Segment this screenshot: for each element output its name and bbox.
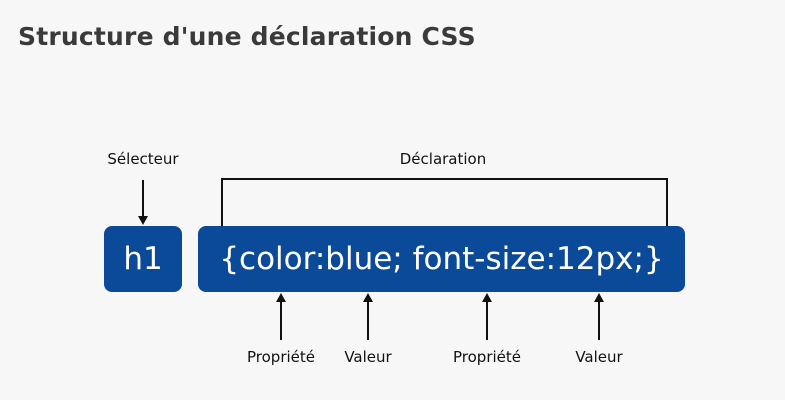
value-2-label: Valeur (575, 348, 623, 366)
value-1-arrow-head (363, 293, 373, 302)
declaration-label: Déclaration (399, 150, 487, 168)
property-1-arrow-head (276, 293, 286, 302)
property-2-label: Propriété (453, 348, 521, 366)
value-1-arrow-shaft (367, 300, 369, 340)
selector-box: h1 (104, 226, 182, 292)
selector-label: Sélecteur (107, 150, 179, 168)
value-2-arrow-shaft (598, 300, 600, 340)
property-1-label: Propriété (247, 348, 315, 366)
selector-text: h1 (123, 241, 163, 277)
property-1-arrow-shaft (280, 300, 282, 340)
declaration-bracket-right (666, 178, 668, 226)
declaration-bracket-top (221, 178, 668, 180)
declaration-text: {color:blue; font-size:12px;} (219, 241, 664, 277)
page-title: Structure d'une déclaration CSS (18, 22, 476, 51)
declaration-box: {color:blue; font-size:12px;} (198, 226, 685, 292)
selector-arrow-head (138, 216, 148, 225)
selector-arrow-shaft (142, 180, 144, 218)
value-2-arrow-head (594, 293, 604, 302)
value-1-label: Valeur (344, 348, 392, 366)
property-2-arrow-head (482, 293, 492, 302)
property-2-arrow-shaft (486, 300, 488, 340)
declaration-bracket-left (221, 178, 223, 226)
